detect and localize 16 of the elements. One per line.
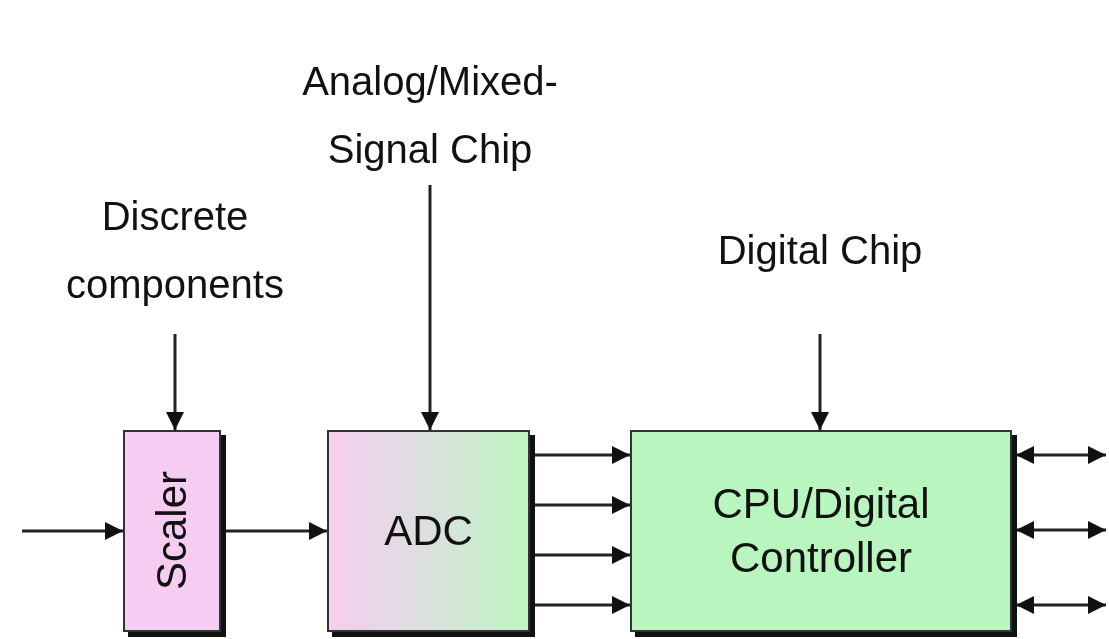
arrow [1016,446,1106,464]
block-label: ADC [384,506,473,556]
arrow [22,522,123,540]
arrow [534,596,630,614]
arrow [166,334,184,430]
arrow [421,185,439,430]
arrow [225,522,327,540]
arrow [1016,596,1106,614]
block-label: CPU/Digital Controller [711,479,931,583]
arrow [1016,521,1106,539]
arrow [534,496,630,514]
arrow [534,546,630,564]
component-label: Digital Chip [700,180,940,320]
arrow [811,334,829,430]
arrow [534,446,630,464]
block-label: Scaler [147,471,196,591]
